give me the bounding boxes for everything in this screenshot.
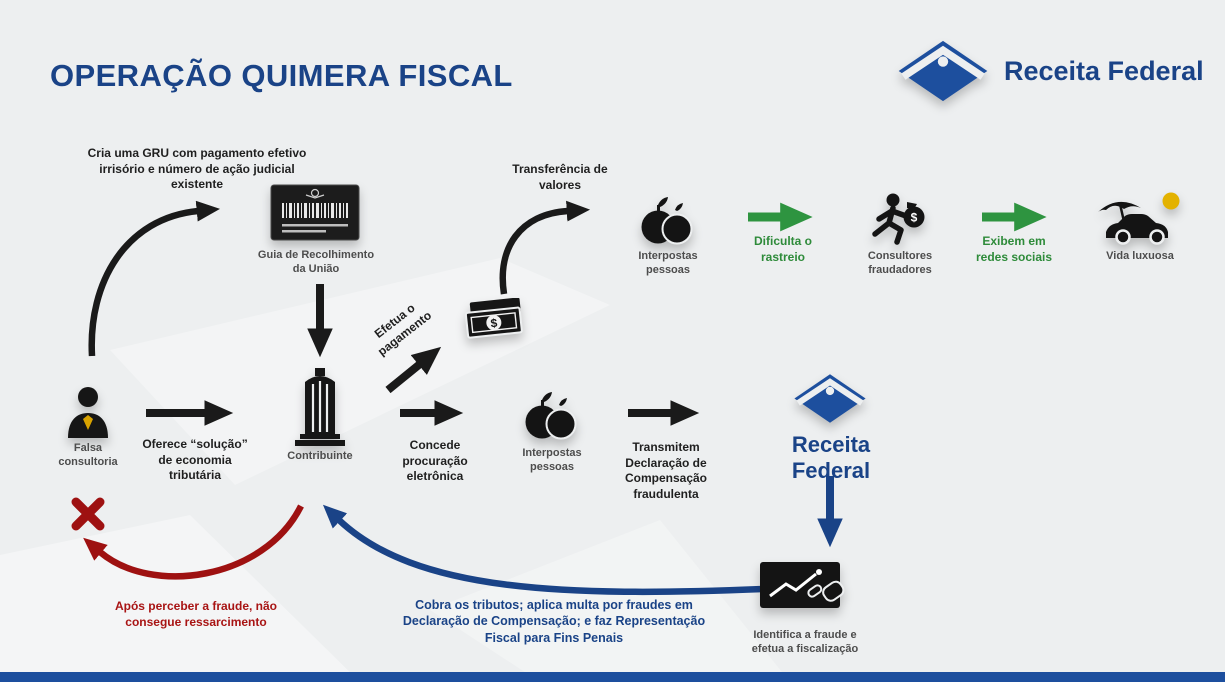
identifica-label: Identifica a fraude e efetua a fiscaliza… [751,629,859,656]
contribuinte-node [294,368,346,446]
dollar-glyph: $ [911,211,918,225]
oranges-icon [641,197,693,245]
page-title: OPERAÇÃO QUIMERA FISCAL [50,58,513,93]
apos-fraude-text: Após perceber a fraude, não consegue res… [114,599,278,629]
brand-name: Receita Federal [1004,55,1204,86]
arrow-falsa-to-gru [88,200,220,357]
dificulta-text: Dificulta o rastreio [753,234,812,264]
cobra-text: Cobra os tributos; aplica multa por frau… [402,598,706,645]
arrow-efetua-pagamento [385,346,442,394]
money-node: $ [464,298,526,346]
interpostas-2-node [522,392,580,440]
gru-label: Guia de Recolhimento da União [257,249,375,276]
transferencia-text: Transferência de valores [512,162,608,192]
luxury-car-icon [1098,192,1180,245]
no-refund-x-icon [71,497,105,531]
building-icon [295,368,345,446]
dollar-glyph: $ [490,316,498,331]
fraud-detection-icon [760,562,845,608]
receita-federal-logo-icon [794,374,866,423]
person-icon [68,387,108,438]
identifica-node [760,560,848,622]
gru-node [270,184,360,241]
arrow-sem-ressarcimento [83,504,304,580]
oferece-text: Oferece “solução” de economia tributária [142,437,248,483]
contribuinte-label: Contribuinte [287,450,353,462]
gru-document-icon [270,184,360,241]
running-fraudster-icon: $ [872,193,925,245]
oranges-icon [525,392,577,440]
receita-federal-mid-label: Receita Federal [791,432,871,483]
receita-federal-node [792,372,868,425]
money-icon: $ [464,298,523,339]
transmitem-text: Transmitem Declaração de Compensação fra… [624,440,708,501]
arrow-money-to-interpostas [499,200,591,295]
consultores-label: Consultores fraudadores [867,250,933,277]
vida-luxuosa-node [1094,190,1182,246]
vida-luxuosa-label: Vida luxuosa [1106,250,1174,262]
exibem-text: Exibem em redes sociais [975,234,1053,264]
gru-note-text: Cria uma GRU com pagamento efetivo irris… [87,146,307,192]
arrow-cobra-tributos [322,504,765,596]
interpostas-1-label: Interpostas pessoas [638,250,698,277]
falsa-consultoria-label: Falsa consultoria [58,442,118,469]
interpostas-1-node [638,197,696,245]
consultores-node: $ [866,192,932,246]
interpostas-2-label: Interpostas pessoas [522,447,582,474]
falsa-consultoria-node [64,386,112,438]
concede-text: Concede procuração eletrônica [402,438,468,484]
receita-federal-logo-icon [898,40,988,102]
header-brand: Receita Federal [894,38,1204,104]
footer-bar [0,672,1225,682]
